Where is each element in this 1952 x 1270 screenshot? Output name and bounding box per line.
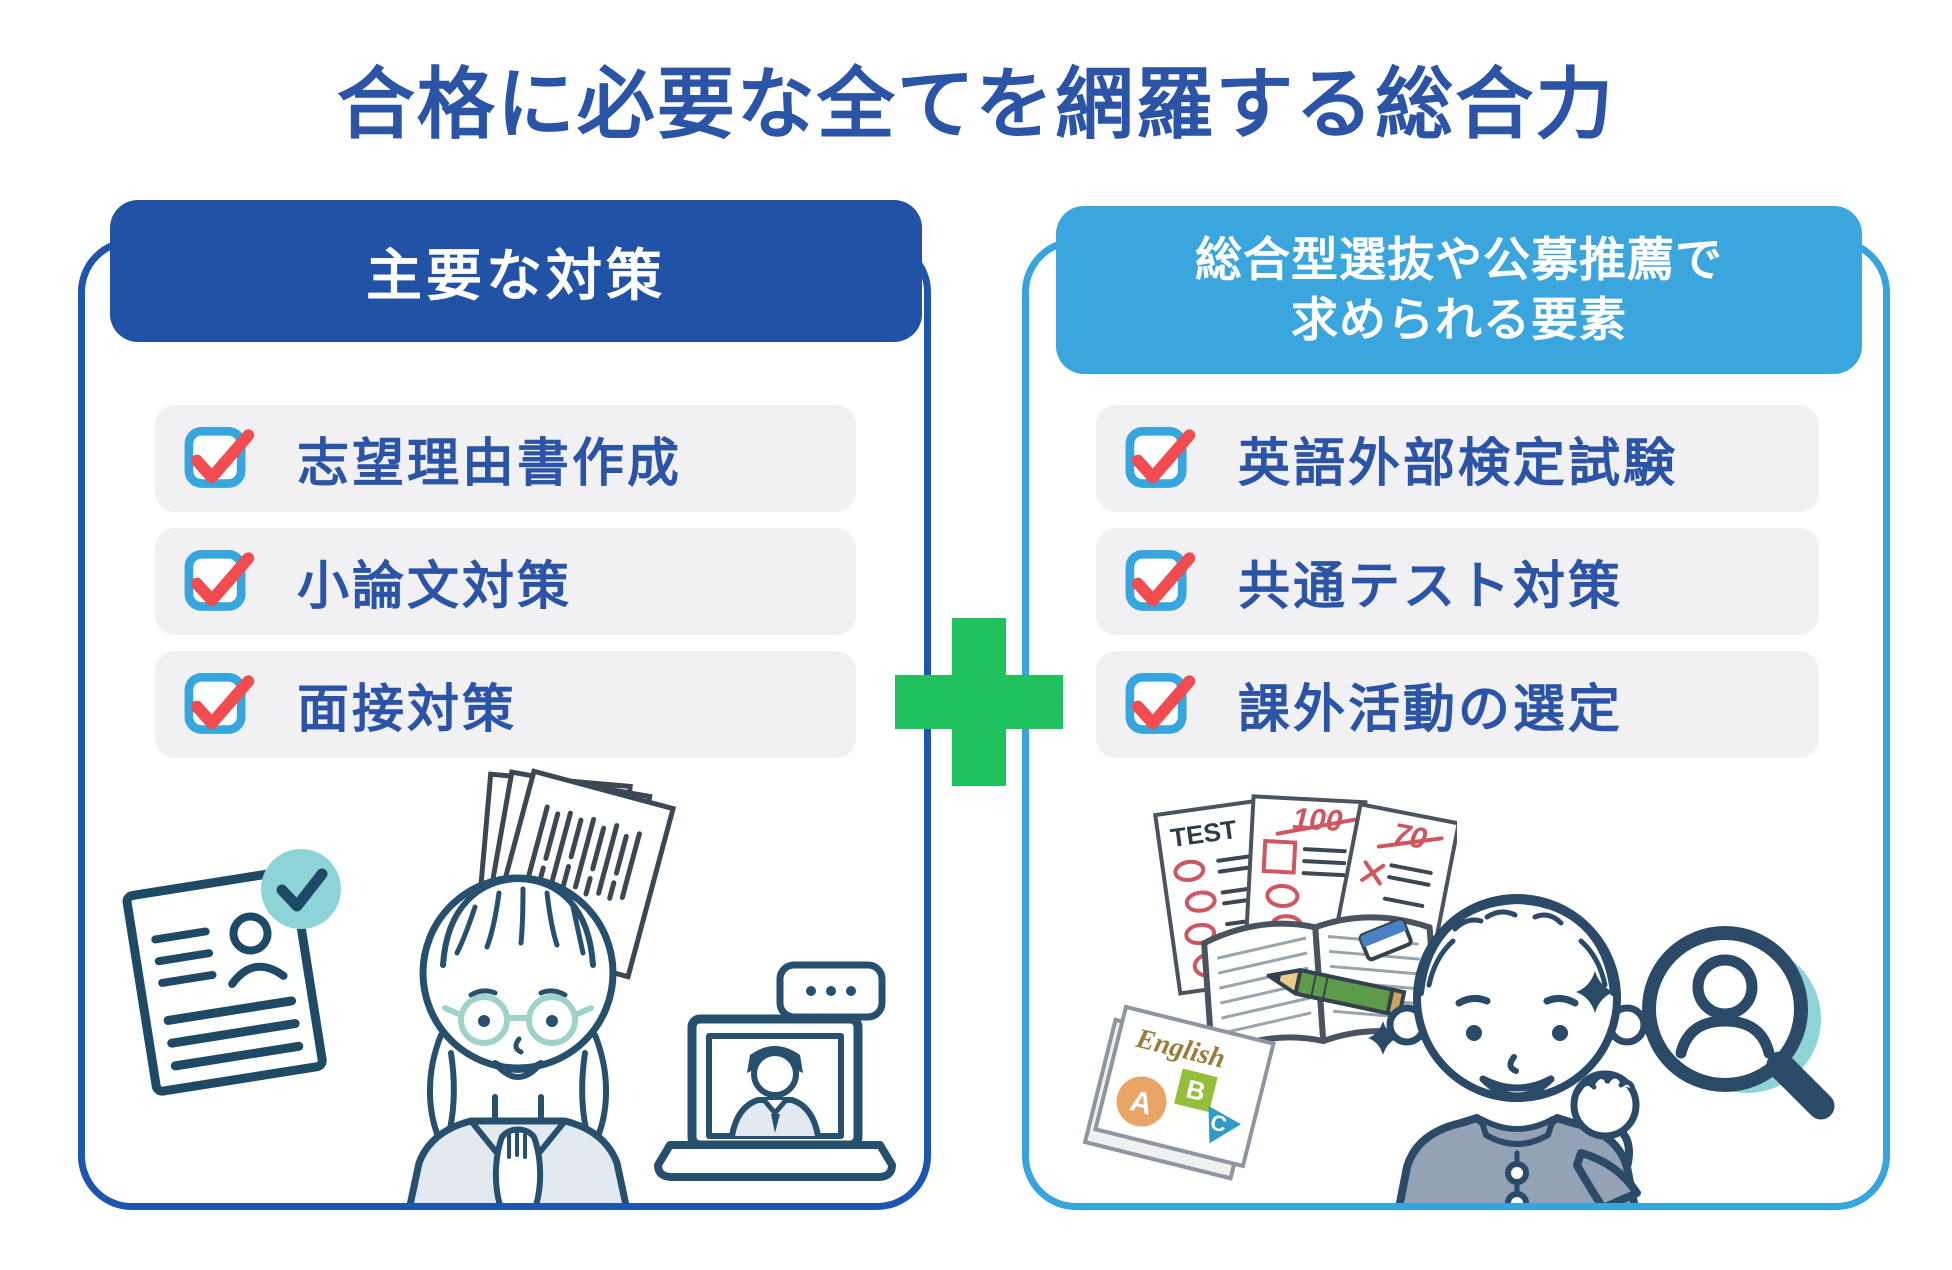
list-item: 英語外部検定試験 bbox=[1096, 405, 1819, 512]
check-badge-icon bbox=[261, 849, 341, 929]
pencil-icon bbox=[1266, 968, 1407, 1019]
letter-c-badge bbox=[1208, 1105, 1241, 1144]
letter-a-badge bbox=[1116, 1076, 1167, 1127]
svg-text:C: C bbox=[1208, 1109, 1230, 1137]
list-item: 共通テスト対策 bbox=[1096, 528, 1819, 635]
list-item-label: 志望理由書作成 bbox=[297, 435, 683, 493]
left-panel-header: 主要な対策 bbox=[110, 200, 922, 342]
letter-b-badge bbox=[1174, 1068, 1218, 1113]
boy-illustration bbox=[1337, 873, 1712, 1203]
eraser-icon bbox=[1358, 918, 1413, 962]
list-item-label: 英語外部検定試験 bbox=[1238, 435, 1679, 493]
list-item-label: 課外活動の選定 bbox=[1238, 681, 1624, 739]
checkbox-checked-icon bbox=[184, 549, 255, 611]
checkbox-checked-icon bbox=[1125, 672, 1196, 734]
right-header-line1: 総合型選抜や公募推薦で bbox=[1195, 232, 1723, 286]
svg-text:100: 100 bbox=[1292, 802, 1344, 838]
laptop-interview-illustration bbox=[650, 957, 900, 1192]
list-item: 課外活動の選定 bbox=[1096, 651, 1819, 758]
list-item: 志望理由書作成 bbox=[155, 405, 856, 512]
page-title: 合格に必要な全てを網羅する総合力 bbox=[336, 60, 1616, 148]
girl-illustration bbox=[383, 845, 653, 1203]
checkbox-checked-icon bbox=[1125, 426, 1196, 488]
magnifier-person-illustration bbox=[1625, 913, 1845, 1133]
sparkle-icon bbox=[1368, 1021, 1398, 1055]
checkbox-checked-icon bbox=[184, 672, 255, 734]
plus-icon bbox=[895, 618, 1063, 786]
right-panel-header: 総合型選抜や公募推薦で 求められる要素 bbox=[1056, 206, 1862, 374]
list-item-label: 面接対策 bbox=[297, 681, 518, 739]
right-header-line2: 求められる要素 bbox=[1291, 293, 1627, 346]
sparkle-icon bbox=[1576, 971, 1614, 1013]
english-book-illustration: English A B C bbox=[1081, 985, 1321, 1203]
application-document-illustration bbox=[105, 837, 355, 1107]
list-item-label: 共通テスト対策 bbox=[1238, 558, 1624, 616]
svg-text:70: 70 bbox=[1390, 817, 1429, 856]
list-item: 面接対策 bbox=[155, 651, 856, 758]
left-header-label: 主要な対策 bbox=[366, 243, 666, 307]
list-item: 小論文対策 bbox=[155, 528, 856, 635]
checkbox-checked-icon bbox=[184, 426, 255, 488]
checkbox-checked-icon bbox=[1125, 549, 1196, 611]
fist-icon bbox=[1570, 1070, 1640, 1140]
study-materials-illustration: TEST 100 bbox=[1137, 775, 1457, 1075]
list-item-label: 小論文対策 bbox=[297, 558, 573, 616]
